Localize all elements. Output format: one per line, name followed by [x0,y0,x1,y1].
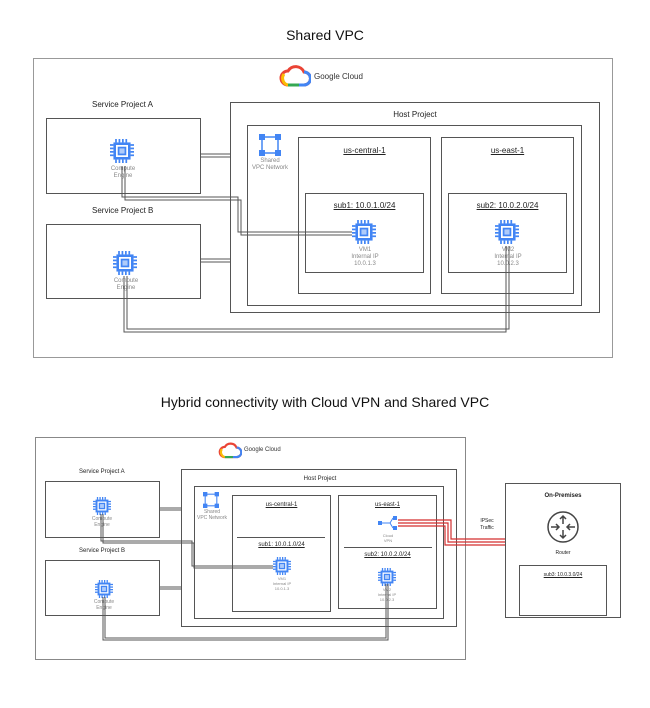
service-project-a-label: Service Project A [79,469,125,475]
compute-engine-label: Compute Engine [93,599,115,611]
host-project-label: Host Project [393,110,437,119]
shared-vpc-label: Shared VPC Network [251,158,288,171]
subnet-label: sub3: 10.0.3.0/24 [543,572,583,578]
vm-ip: 10.0.1.3 [274,586,290,591]
vm-icon [495,220,519,249]
region-label: us-central-1 [343,146,386,155]
cloud-vpn-icon [378,515,398,531]
subnet-divider [344,547,432,548]
shared-vpc-label: Shared VPC Network [196,509,227,521]
subnet-label: sub1: 10.0.1.0/24 [333,201,396,210]
region-us-central-1 [232,495,331,612]
google-cloud-brand: Google Cloud [244,447,281,453]
diagram1-title: Shared VPC [286,27,364,43]
service-project-b-label: Service Project B [79,548,126,554]
subnet-sub3 [519,565,607,616]
subnet-label: sub2: 10.0.2.0/24 [364,552,411,558]
vpc-network-icon [259,134,281,161]
vpc-network-icon [203,492,219,513]
vm-ip-label: Internal IP [494,254,522,260]
router-icon [547,511,579,543]
region-label: us-east-1 [374,502,400,508]
vm-ip: 10.0.2.3 [379,597,395,602]
vm-icon [273,557,291,580]
vm-name: VM1 [358,247,372,253]
vm-name: VM1 [277,576,287,581]
vm-ip: 10.0.1.3 [354,261,376,267]
vm-name: VM2 [501,247,515,253]
compute-engine-icon [113,251,137,280]
subnet-divider [237,537,325,538]
host-project-label: Host Project [303,476,337,482]
compute-engine-icon [110,139,134,168]
vm-ip-label: Internal IP [351,254,379,260]
ipsec-traffic-label: IPSec Traffic [480,518,494,531]
vm-icon [352,220,376,249]
cloud-vpn-label: Cloud VPN [382,533,394,543]
on-premises-label: On-Premises [544,493,582,499]
router-label: Router [555,550,571,556]
compute-engine-label: Compute Engine [110,166,136,179]
service-project-b-label: Service Project B [92,206,154,215]
compute-engine-label: Compute Engine [91,516,113,528]
vm-ip-label: Internal IP [272,581,292,586]
region-label: us-central-1 [265,502,298,508]
diagram2-title: Hybrid connectivity with Cloud VPN and S… [160,394,490,410]
compute-engine-label: Compute Engine [113,278,139,291]
service-project-a-label: Service Project A [92,100,153,109]
region-label: us-east-1 [490,146,525,155]
google-cloud-logo-icon [279,63,312,89]
subnet-label: sub1: 10.0.1.0/24 [258,542,305,548]
google-cloud-logo-icon [218,441,243,460]
subnet-label: sub2: 10.0.2.0/24 [476,201,539,210]
compute-engine-icon [93,497,111,520]
google-cloud-brand: Google Cloud [314,72,363,81]
vm-ip: 10.0.2.3 [497,261,519,267]
